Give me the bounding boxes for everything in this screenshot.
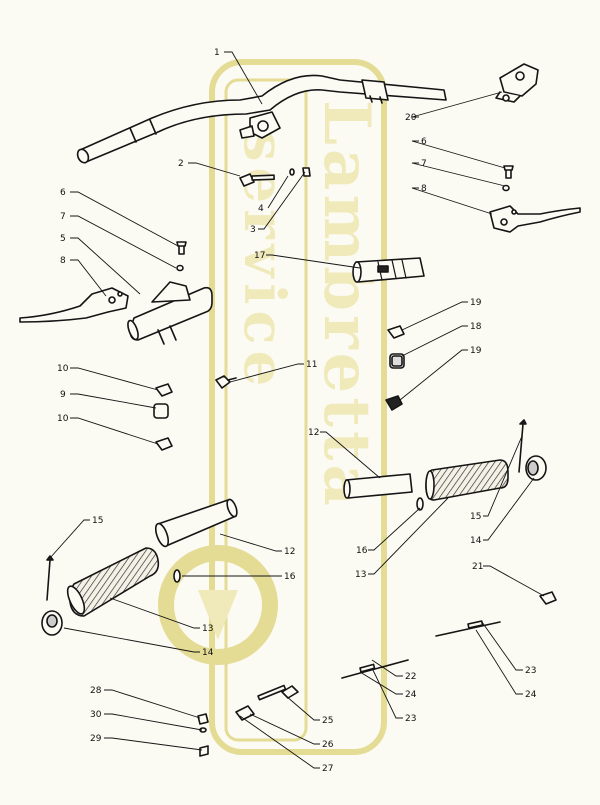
part-8-lever-left [19, 287, 129, 323]
part-26-nut [235, 705, 255, 721]
part-25-bolt [257, 684, 299, 701]
callout-10-upper: 10 [57, 364, 69, 374]
callout-23-left: 23 [405, 714, 416, 724]
callout-6-left: 6 [60, 188, 66, 198]
part-7-washer-right [502, 184, 510, 192]
part-23-cable-left [341, 659, 409, 679]
callout-11: 11 [306, 360, 317, 370]
callout-30: 30 [90, 710, 102, 720]
part-16-washer-left [173, 569, 181, 583]
part-6-screw-right [503, 165, 514, 179]
callout-17: 17 [254, 251, 265, 261]
part-handlebar [76, 74, 447, 164]
part-8-lever-right [489, 205, 581, 233]
part-29-nut [199, 745, 209, 757]
callout-14-right: 14 [470, 536, 482, 546]
callout-8-right: 8 [421, 184, 427, 194]
callout-13-left: 13 [202, 624, 213, 634]
callout-5: 5 [60, 234, 66, 244]
callout-24-left: 24 [405, 690, 417, 700]
part-18-block [389, 353, 405, 369]
callout-9: 9 [60, 390, 66, 400]
part-17-switch-body [352, 257, 425, 283]
callout-22: 22 [405, 672, 416, 682]
callout-16-left: 16 [284, 572, 296, 582]
callout-7-left: 7 [60, 212, 66, 222]
callout-29: 29 [90, 734, 102, 744]
callout-25: 25 [322, 716, 333, 726]
part-12-tube-right [343, 473, 413, 499]
callout-14-left: 14 [202, 648, 214, 658]
callout-24-right: 24 [525, 690, 537, 700]
callout-3: 3 [250, 225, 256, 235]
callout-12-right: 12 [308, 428, 319, 438]
callout-13-right: 13 [355, 570, 366, 580]
callout-15-left: 15 [92, 516, 103, 526]
part-23-cable-right [435, 620, 501, 637]
callout-8-left: 8 [60, 256, 66, 266]
callout-19-lower: 19 [470, 346, 482, 356]
callout-6-right: 6 [421, 137, 427, 147]
callout-labels: 1 2 3 4 5 6 6 7 7 8 8 9 10 10 11 12 12 1… [57, 48, 537, 774]
callout-1: 1 [214, 48, 220, 58]
part-28-fastener [197, 713, 209, 725]
part-2-bolt [239, 173, 275, 187]
callout-20: 20 [405, 113, 417, 123]
part-9-block [153, 403, 169, 419]
part-15-screw-right [518, 419, 527, 473]
part-20-lever-bracket [495, 63, 539, 103]
part-13-grip-right [425, 459, 509, 501]
part-14-end-cap-right [525, 455, 547, 481]
watermark-logo-mark [198, 590, 238, 640]
callout-18: 18 [470, 322, 482, 332]
callout-2: 2 [178, 159, 184, 169]
part-15-screw-left [46, 555, 54, 601]
part-5-lever-body [127, 281, 213, 345]
callout-26: 26 [322, 740, 334, 750]
callout-7-right: 7 [421, 159, 427, 169]
part-3-nut [302, 167, 311, 177]
part-10-knob-upper [155, 383, 173, 397]
watermark-frame [209, 59, 387, 755]
watermark-frame-inner [224, 78, 308, 742]
watermark: Lambretta service [158, 59, 387, 755]
callout-21: 21 [472, 562, 483, 572]
watermark-brand: Lambretta [309, 100, 384, 510]
part-10-knob-lower [155, 437, 173, 451]
part-13-grip-left [66, 547, 160, 617]
leader-lines [49, 51, 545, 769]
part-16-washer-right [416, 497, 424, 511]
callout-15-right: 15 [470, 512, 481, 522]
watermark-logo-ring [158, 545, 278, 665]
callout-27: 27 [322, 764, 333, 774]
callout-19-upper: 19 [470, 298, 482, 308]
part-12-tube-left [154, 498, 238, 548]
part-7-washer-left [176, 264, 184, 272]
part-14-end-cap-left [41, 610, 63, 636]
watermark-sub: service [231, 130, 297, 392]
callout-16-right: 16 [356, 546, 368, 556]
part-6-screw-left [176, 241, 187, 255]
part-19-knob-lower [385, 395, 403, 411]
callout-10-lower: 10 [57, 414, 69, 424]
callout-23-right: 23 [525, 666, 536, 676]
part-19-knob-upper [387, 325, 405, 339]
callout-28: 28 [90, 686, 102, 696]
part-21-adjuster [539, 591, 557, 605]
callout-12-left: 12 [284, 547, 295, 557]
part-4-washer [289, 168, 295, 176]
callout-4: 4 [258, 204, 264, 214]
